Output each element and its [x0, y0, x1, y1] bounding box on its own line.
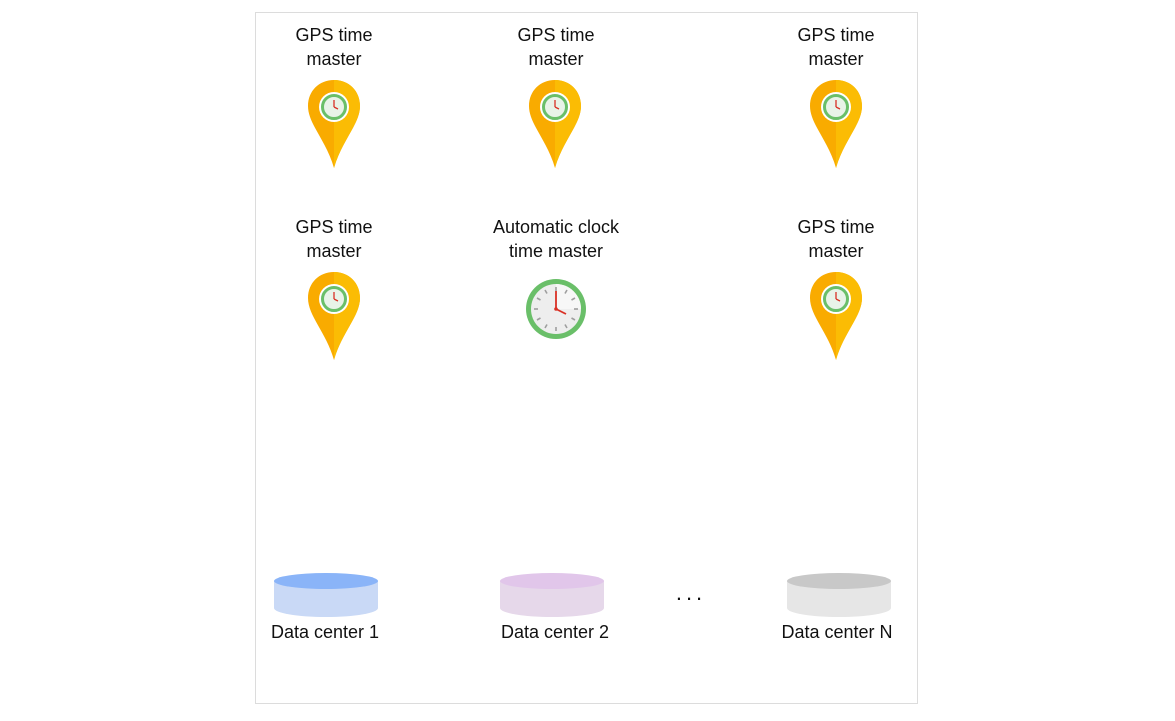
datacenter-1-icon: [274, 573, 378, 617]
datacenter-label: Data center 1: [270, 622, 380, 642]
gps-pin-icon: [308, 272, 360, 360]
gps-pin-icon: [529, 80, 581, 168]
datacenter-2-icon: [500, 573, 604, 617]
datacenter-label: Data center N: [781, 622, 893, 642]
gps-pin-icon: [810, 80, 862, 168]
gps-pin-icon: [810, 272, 862, 360]
datacenter-label: Data center 2: [500, 622, 610, 642]
diagram-frame: [255, 12, 918, 704]
clock-icon: [526, 279, 586, 339]
ellipsis: ...: [675, 580, 707, 605]
datacenter-n-icon: [787, 573, 891, 617]
gps-pin-icon: [308, 80, 360, 168]
